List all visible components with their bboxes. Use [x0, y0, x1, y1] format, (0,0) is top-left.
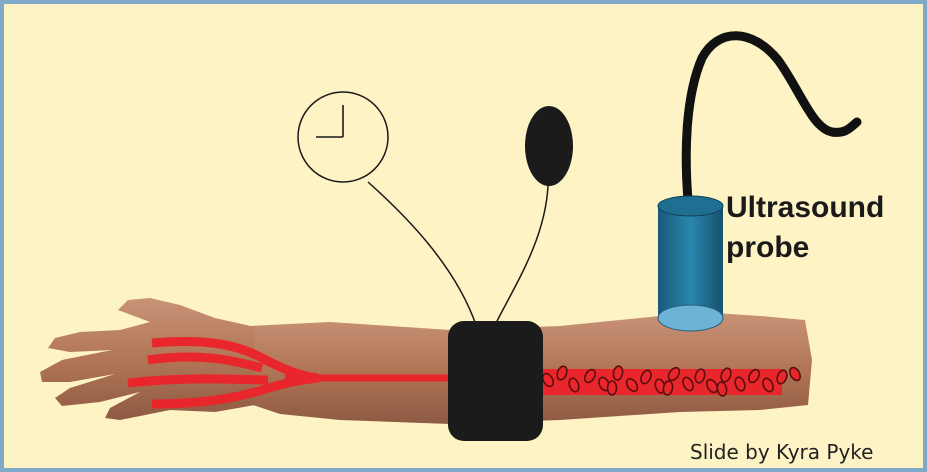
pressure-bulb-icon — [525, 106, 573, 186]
slide-credit: Slide by Kyra Pyke — [690, 440, 873, 464]
ultrasound-probe — [658, 196, 723, 331]
probe-label-line1: Ultrasound — [726, 188, 926, 228]
clock-icon — [298, 92, 388, 182]
probe-label-line2: probe — [726, 228, 926, 268]
cuff-tubes — [368, 182, 548, 325]
occlusion-cuff — [448, 321, 543, 441]
probe-cable — [686, 36, 857, 200]
blood-cell-icon — [608, 381, 617, 395]
probe-label: Ultrasound probe — [726, 188, 926, 268]
